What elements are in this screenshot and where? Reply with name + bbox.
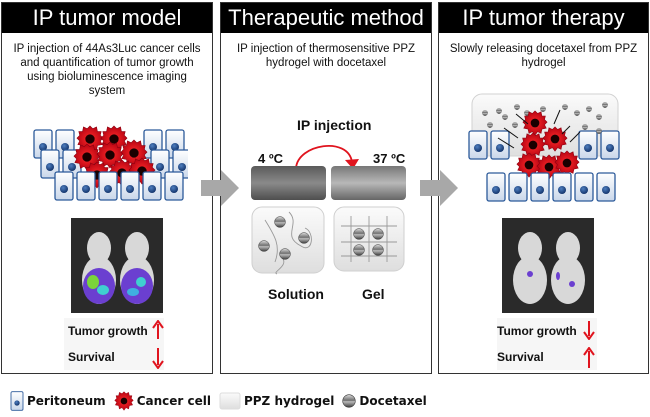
legend-item-peritoneum: Peritoneum xyxy=(10,391,106,411)
panel-description: Slowly releasing docetaxel from PPZ hydr… xyxy=(449,43,638,69)
solution-label: Solution xyxy=(268,286,324,302)
legend: Peritoneum Cancer cell PPZ hydrogel Doce… xyxy=(10,390,435,412)
arrow-down-icon xyxy=(152,348,164,369)
legend-item-docetaxel: Docetaxel xyxy=(342,394,427,408)
peritoneum-tumor-illustration xyxy=(33,125,188,201)
docetaxel-icon xyxy=(342,394,356,408)
outcome-label-survival: Survival xyxy=(68,350,115,364)
legend-item-cancer-cell: Cancer cell xyxy=(114,391,211,411)
flow-arrow-icon xyxy=(201,170,239,206)
solution-illustration xyxy=(251,206,325,275)
legend-label: Docetaxel xyxy=(359,394,427,408)
curved-red-arrow-icon xyxy=(295,145,359,169)
hydrogel-treatment-illustration xyxy=(468,93,620,202)
panel-title: IP tumor therapy xyxy=(439,3,648,33)
temp-warm-label: 37 ºC xyxy=(373,151,406,166)
legend-label: PPZ hydrogel xyxy=(243,394,335,408)
vial-photo-37c xyxy=(331,166,406,200)
gel-illustration xyxy=(333,206,405,272)
outcome-label-survival: Survival xyxy=(497,350,544,364)
vial-photo-4c xyxy=(251,166,326,200)
legend-label: Cancer cell xyxy=(136,394,211,408)
release-arrows xyxy=(497,109,581,149)
temp-cold-label: 4 ºC xyxy=(258,151,283,166)
legend-label: Peritoneum xyxy=(27,394,106,408)
peritoneum-cell-icon xyxy=(10,391,24,411)
panel-description: IP injection of 44As3Luc cancer cells an… xyxy=(13,43,201,97)
legend-item-ppz-hydrogel: PPZ hydrogel xyxy=(219,392,334,410)
arrow-up-icon xyxy=(583,347,595,368)
panel-title: Therapeutic method xyxy=(221,3,431,33)
panel-title: IP tumor model xyxy=(2,3,212,33)
arrow-down-icon xyxy=(583,321,595,340)
outcome-box-untreated xyxy=(64,318,164,370)
cancer-cell-icon xyxy=(114,391,134,411)
outcome-label-tumor-growth: Tumor growth xyxy=(497,324,577,338)
bioluminescence-image-treated xyxy=(502,218,594,313)
ppz-hydrogel-icon xyxy=(219,392,241,410)
outcome-label-tumor-growth: Tumor growth xyxy=(68,324,148,338)
flow-arrow-icon xyxy=(420,170,458,206)
bioluminescence-image-untreated xyxy=(71,218,163,313)
panel-description: IP injection of thermosensitive PPZ hydr… xyxy=(236,43,416,69)
ip-injection-label: IP injection xyxy=(297,117,372,133)
arrow-up-icon xyxy=(152,320,164,339)
outcome-box-treated xyxy=(497,318,597,370)
peritoneum-layer-front xyxy=(486,172,616,202)
gel-label: Gel xyxy=(362,286,385,302)
